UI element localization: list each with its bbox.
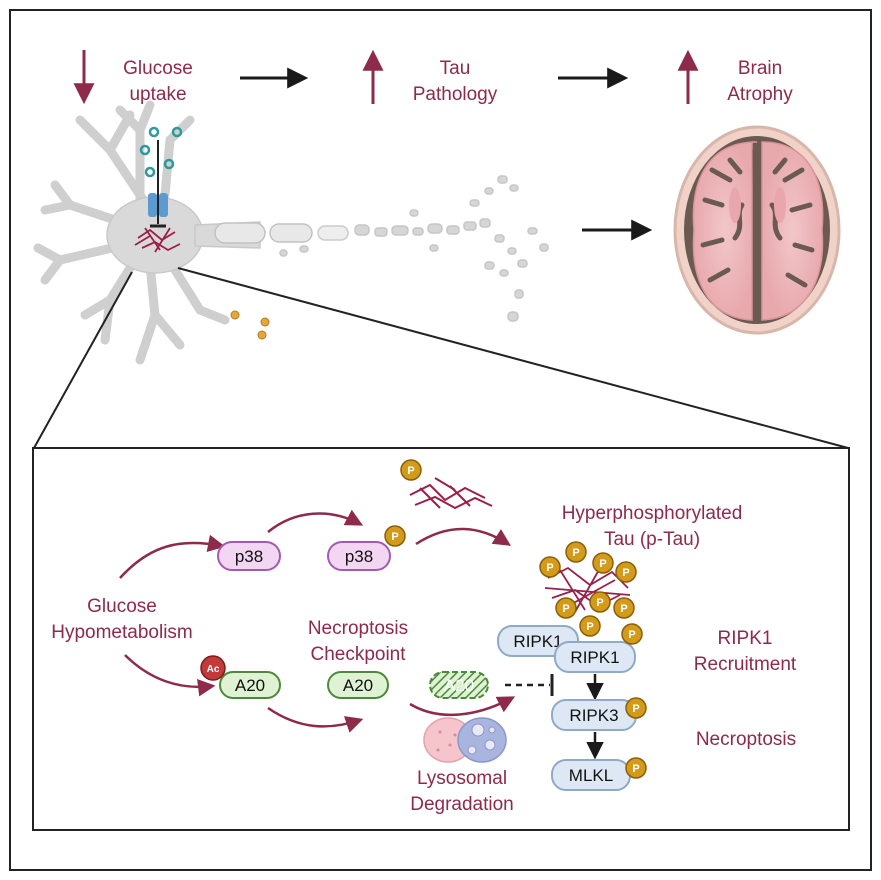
phospho-badge-icon: P (384, 525, 406, 547)
ripk3-pill: RIPK3 (551, 699, 637, 731)
phospho-badge-icon: P (589, 591, 611, 613)
tau-pathology-line1: Tau (440, 58, 471, 79)
arrow-to-a20 (124, 654, 216, 697)
necroptosis-checkpoint-line1: Necroptosis (308, 618, 408, 639)
ripk3-label: RIPK3 (569, 706, 618, 725)
a20-degraded-pill: A20 (429, 671, 489, 699)
svg-text:P: P (632, 763, 639, 775)
phospho-badge-icon: P (565, 541, 587, 563)
glucose-transporter-icon (159, 193, 168, 217)
svg-text:P: P (586, 621, 593, 633)
ripk1-recruitment-line1: RIPK1 (718, 628, 773, 649)
phospho-badge-icon: P (592, 552, 614, 574)
tau-pathology-line2: Pathology (413, 84, 498, 105)
phospho-badge-icon: P (625, 757, 647, 779)
glucose-uptake-line2: uptake (129, 84, 186, 105)
svg-text:P: P (407, 465, 414, 477)
arrow-to-lysosome (409, 696, 516, 717)
phospho-badge-icon: P (621, 623, 643, 645)
phospho-badge-icon: P (555, 597, 577, 619)
tau-tangle-icon (134, 227, 181, 253)
svg-text:P: P (622, 567, 629, 579)
necroptosis-label: Necroptosis (696, 729, 796, 750)
acetyl-label: Ac (207, 664, 220, 675)
glucose-hypometabolism-line2: Hypometabolism (51, 622, 193, 643)
phospho-badge-icon: P (539, 556, 561, 578)
glucose-transporter-icon (148, 193, 157, 217)
glucose-molecules-icon (139, 126, 183, 178)
arrow-a20-deacetylation (267, 706, 364, 733)
phospho-badge-icon: P (579, 615, 601, 637)
svg-text:P: P (562, 603, 569, 615)
ripk1-label: RIPK1 (513, 632, 562, 651)
svg-text:P: P (546, 562, 553, 574)
phospho-badge-icon: P (625, 697, 647, 719)
svg-text:P: P (572, 547, 579, 559)
svg-text:P: P (596, 597, 603, 609)
phospho-badge-icon: P (615, 561, 637, 583)
phospho-badge-icon: P (400, 459, 422, 481)
necroptosis-checkpoint-line2: Checkpoint (310, 644, 406, 665)
p38-inactive-pill: p38 (217, 541, 281, 571)
a20-active-pill: A20 (327, 671, 389, 699)
acetyl-badge-icon (200, 655, 226, 681)
arrow-to-p38 (119, 534, 226, 579)
ripk1-pill-b: RIPK1 (554, 641, 636, 673)
tau-pathology-group: Tau Pathology (362, 49, 498, 105)
a20-label: A20 (343, 676, 373, 695)
p38-active-pill: p38 (327, 541, 391, 571)
glucose-uptake-line1: Glucose (123, 58, 193, 79)
brain-atrophy-line2: Atrophy (727, 84, 793, 105)
arrow-p38-activation (267, 509, 364, 533)
a20-label: A20 (444, 676, 474, 695)
svg-text:P: P (391, 531, 398, 543)
extracellular-particles-icon (230, 310, 270, 340)
ripk1-recruitment-line2: Recruitment (694, 654, 797, 675)
ptau-label-line1: Hyperphosphorylated (562, 503, 743, 524)
brain-atrophy-group: Brain Atrophy (677, 49, 793, 105)
svg-text:P: P (599, 558, 606, 570)
svg-text:P: P (632, 703, 639, 715)
svg-text:P: P (620, 603, 627, 615)
glucose-hypometabolism-line1: Glucose (87, 596, 157, 617)
lysosomal-degradation-line2: Degradation (410, 794, 514, 815)
phospho-badge-icon: P (613, 597, 635, 619)
mlkl-pill: MLKL (551, 759, 631, 791)
ripk1-label: RIPK1 (570, 648, 619, 667)
glucose-uptake-group: Glucose uptake (73, 50, 193, 105)
ptau-label-line2: Tau (p-Tau) (604, 529, 700, 550)
detail-panel (32, 447, 850, 831)
a20-label: A20 (235, 676, 265, 695)
lysosome-icon (423, 717, 507, 763)
a20-acetylated-pill: A20 (219, 671, 281, 699)
p38-label: p38 (235, 547, 263, 566)
lysosomal-degradation-line1: Lysosomal (417, 768, 507, 789)
phospho-badges: P P P P P P P P P P P P P (384, 459, 647, 779)
mlkl-label: MLKL (569, 766, 613, 785)
atrophied-brain-icon (673, 125, 841, 335)
svg-text:P: P (628, 629, 635, 641)
zoom-line (177, 267, 849, 449)
zoom-line (33, 271, 133, 449)
arrow-to-ptau (415, 527, 511, 546)
p38-label: p38 (345, 547, 373, 566)
ptau-filament-icon (409, 477, 493, 510)
brain-atrophy-line1: Brain (738, 58, 782, 79)
